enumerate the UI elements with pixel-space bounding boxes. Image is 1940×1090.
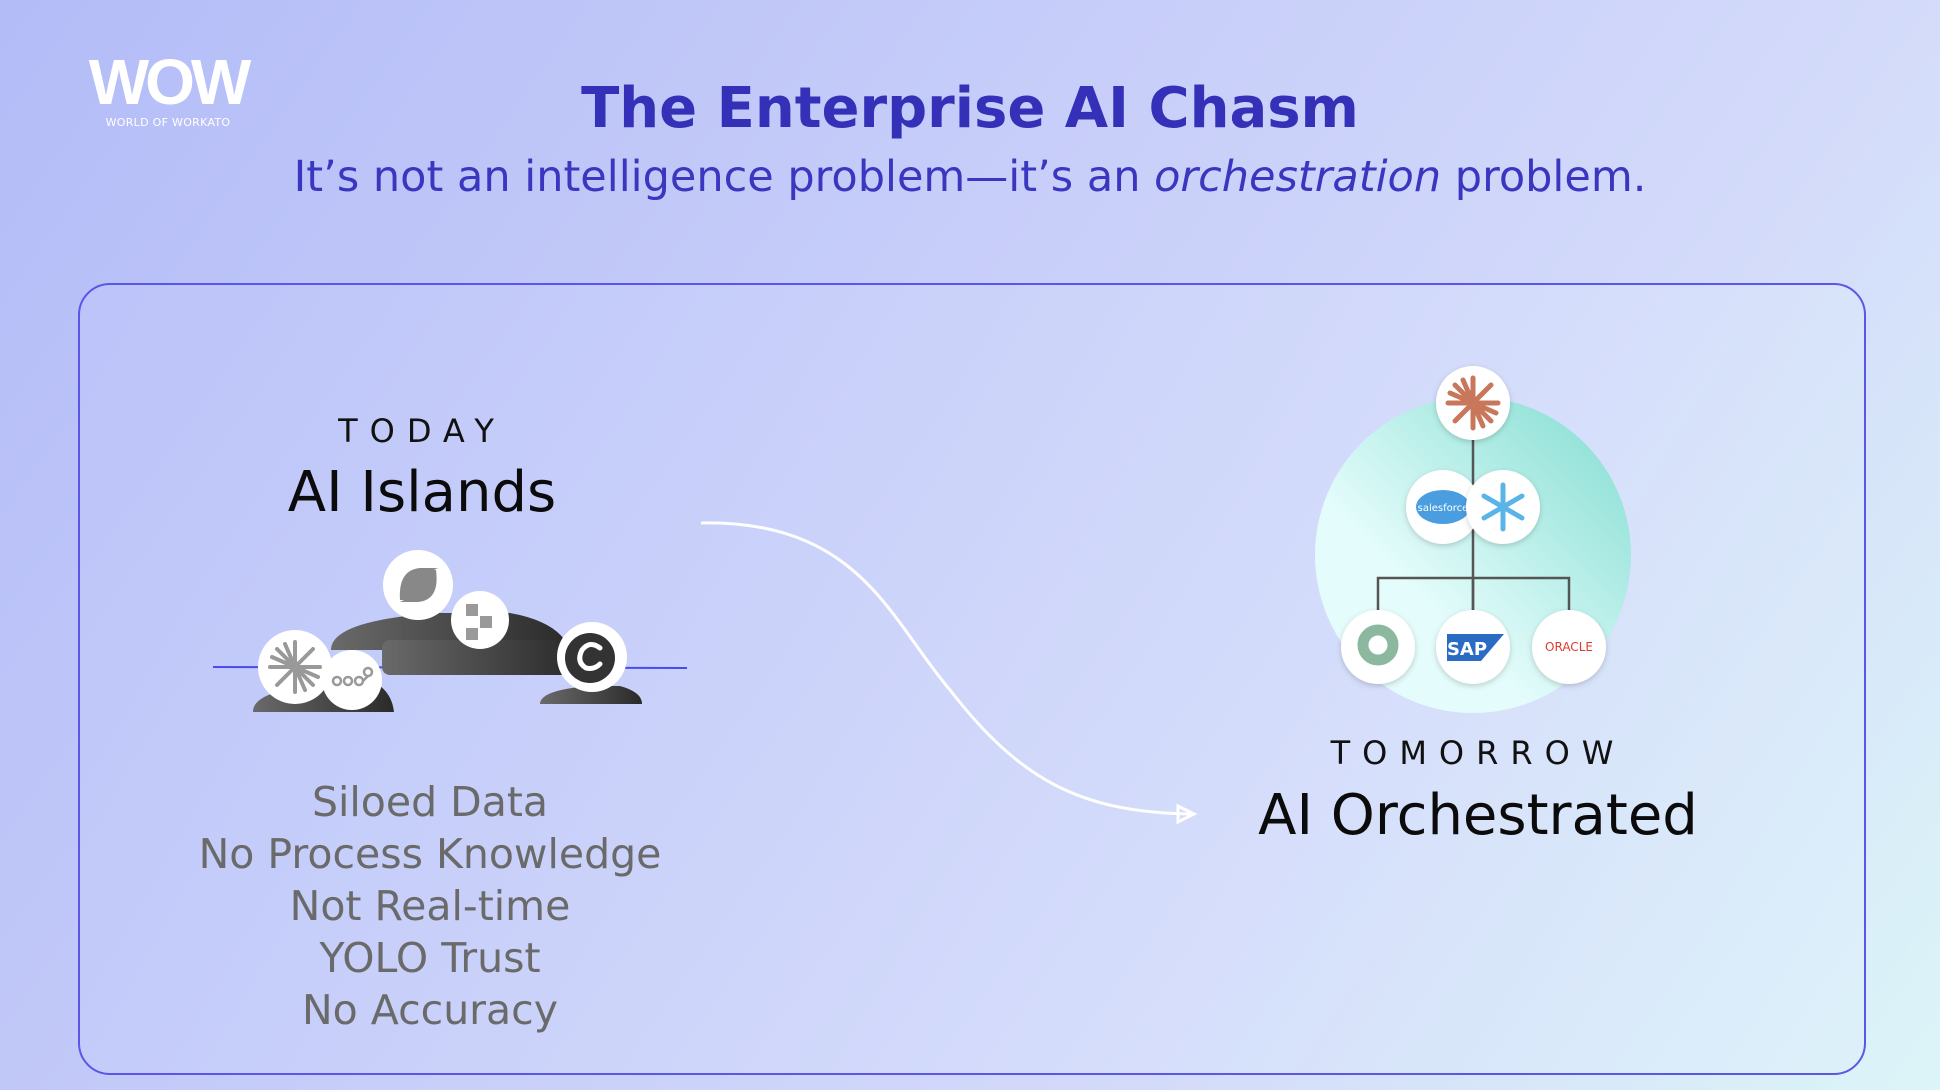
islands-problem-list: Siloed Data No Process Knowledge Not Rea… [130, 776, 730, 1036]
page-subtitle: It’s not an intelligence problem—it’s an… [0, 152, 1940, 202]
sap-logo: SAP [1436, 610, 1510, 684]
claude-icon [258, 630, 332, 704]
ai-islands-heading: AI Islands [287, 460, 557, 525]
transition-arrow [700, 521, 1191, 816]
page-title: The Enterprise AI Chasm [581, 76, 1359, 141]
copilot-icon [383, 550, 453, 620]
logo-wordmark: WOW [88, 46, 252, 118]
oracle-logo: ORACLE [1532, 610, 1606, 684]
workflow-icon [322, 650, 382, 710]
list-item: No Process Knowledge [198, 830, 662, 878]
salesforce-logo: salesforce [1406, 470, 1480, 544]
green-ring-logo [1341, 610, 1415, 684]
wow-logo: WOW WORLD OF WORKATO [80, 46, 256, 134]
list-item: Not Real-time [289, 882, 571, 930]
list-item: Siloed Data [311, 778, 549, 826]
ai-orchestrated-illustration: salesforce SAP ORACLE [1315, 366, 1631, 713]
salesforce-logo-text: salesforce [1418, 503, 1469, 514]
claude-icon [1436, 366, 1510, 440]
subtitle-emphasis: orchestration [1154, 152, 1442, 202]
list-item: No Accuracy [302, 986, 558, 1034]
ai-orchestrated-heading: AI Orchestrated [1258, 783, 1698, 848]
c-logo-icon [557, 622, 627, 692]
snowflake-logo [1466, 470, 1540, 544]
subtitle-text: It’s not an intelligence problem—it’s an [293, 152, 1155, 202]
arrow-head-icon [1176, 803, 1198, 825]
logo-tagline: WORLD OF WORKATO [105, 116, 231, 129]
subtitle-text-end: problem. [1441, 152, 1647, 202]
sap-logo-text: SAP [1447, 639, 1487, 660]
ai-islands-illustration [212, 550, 688, 712]
oracle-logo-text: ORACLE [1545, 640, 1593, 654]
today-label: TODAY [338, 412, 506, 450]
tomorrow-label: TOMORROW [1330, 734, 1626, 772]
grid-app-icon [451, 591, 509, 649]
list-item: YOLO Trust [319, 934, 541, 982]
